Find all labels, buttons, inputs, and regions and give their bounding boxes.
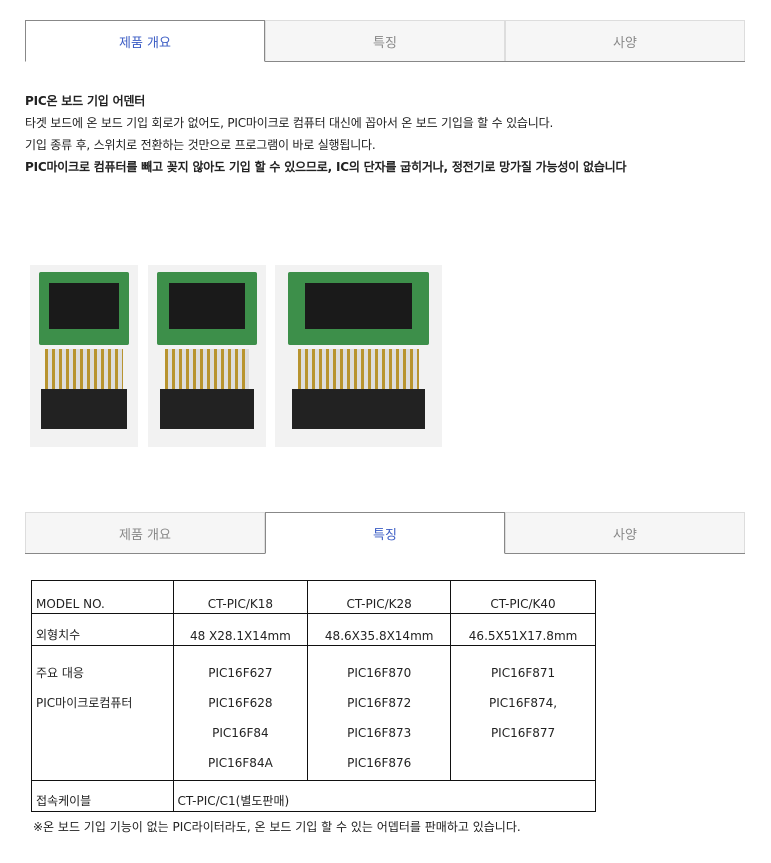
support-label-1: 주요 대응 — [36, 666, 84, 680]
model-cell: CT-PIC/K28 — [307, 580, 452, 614]
model-cell: CT-PIC/K40 — [450, 580, 596, 614]
chip: PIC16F873 — [347, 726, 412, 740]
table-row: MODEL NO. CT-PIC/K18 CT-PIC/K28 CT-PIC/K… — [31, 580, 596, 614]
chip: PIC16F874, — [489, 696, 558, 710]
intro-title: PIC온 보드 기입 어덴터 — [25, 94, 146, 108]
tab-bar-features: 제품 개요 특징 사양 — [25, 512, 745, 554]
intro-bold-line: PIC마이크로 컴퓨터를 빼고 꽂지 않아도 기입 할 수 있으므로, IC의 … — [25, 160, 627, 174]
product-photo-k18 — [30, 265, 138, 447]
size-label: 외형치수 — [31, 613, 174, 646]
spec-table: MODEL NO. CT-PIC/K18 CT-PIC/K28 CT-PIC/K… — [31, 580, 597, 812]
tab-features[interactable]: 특징 — [265, 20, 505, 61]
chip: PIC16F84 — [212, 726, 269, 740]
intro-line: 기입 종류 후, 스위치로 전환하는 것만으로 프로그램이 바로 실행됩니다. — [25, 138, 376, 152]
chip: PIC16F628 — [208, 696, 273, 710]
chip: PIC16F876 — [347, 756, 412, 770]
support-label: 주요 대응 PIC마이크로컴퓨터 — [31, 645, 174, 781]
tab-overview[interactable]: 제품 개요 — [25, 20, 265, 62]
model-label: MODEL NO. — [31, 580, 174, 614]
size-cell: 48.6X35.8X14mm — [307, 613, 452, 646]
chip: PIC16F877 — [490, 726, 556, 740]
footnote: ※온 보드 기입 기능이 없는 PIC라이터라도, 온 보드 기입 할 수 있는… — [33, 820, 521, 834]
chip: PIC16F872 — [347, 696, 412, 710]
size-cell: 46.5X51X17.8mm — [450, 613, 596, 646]
table-row: 외형치수 48 X28.1X14mm 48.6X35.8X14mm 46.5X5… — [31, 613, 596, 646]
model-cell: CT-PIC/K18 — [172, 580, 309, 614]
cable-label: 접속케이블 — [31, 780, 174, 812]
table-row: 접속케이블 CT-PIC/C1(별도판매) — [31, 780, 597, 812]
support-label-2: PIC마이크로컴퓨터 — [36, 696, 133, 710]
intro-text: PIC온 보드 기입 어덴터 타겟 보드에 온 보드 기입 회로가 없어도, P… — [25, 90, 627, 178]
chip: PIC16F871 — [490, 666, 556, 680]
tab-features[interactable]: 특징 — [265, 512, 505, 554]
intro-line: 타겟 보드에 온 보드 기입 회로가 없어도, PIC마이크로 컴퓨터 대신에 … — [25, 116, 554, 130]
size-cell: 48 X28.1X14mm — [172, 613, 309, 646]
chip: PIC16F627 — [208, 666, 273, 680]
cable-cell: CT-PIC/C1(별도판매) — [172, 780, 597, 812]
product-photo-k40 — [275, 265, 442, 447]
tab-overview[interactable]: 제품 개요 — [25, 512, 265, 553]
product-photo-k28 — [148, 265, 266, 447]
chip: PIC16F84A — [207, 756, 273, 770]
tab-specs[interactable]: 사양 — [505, 512, 745, 553]
chip: PIC16F870 — [347, 666, 412, 680]
tab-bar-top: 제품 개요 특징 사양 — [25, 20, 745, 62]
tab-specs[interactable]: 사양 — [505, 20, 745, 61]
